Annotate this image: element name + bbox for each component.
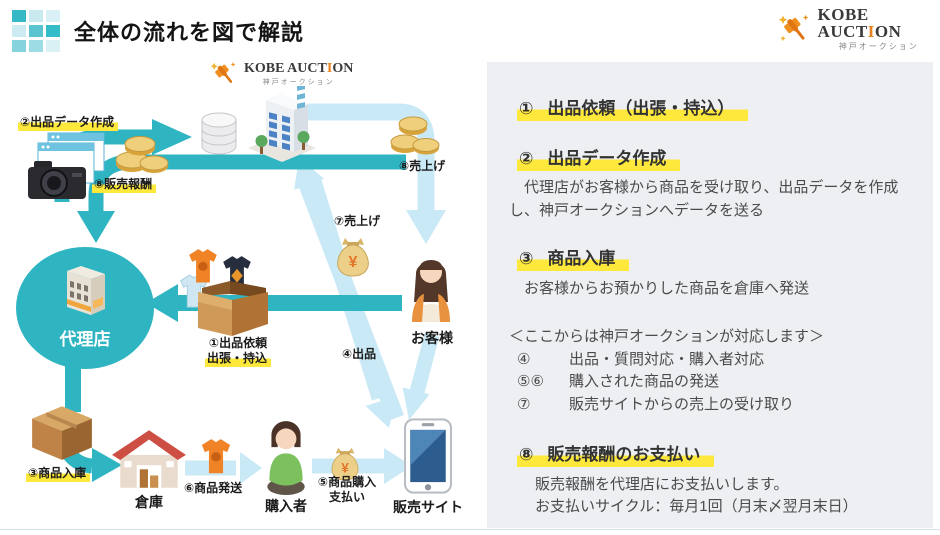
brand-subtitle: 神戸オークション <box>262 79 335 86</box>
sales-coins-icon <box>386 110 442 163</box>
brand-name: KOBE AUCTION <box>244 61 354 76</box>
page-title: 全体の流れを図で解説 <box>74 20 305 45</box>
title-grid-mark-icon <box>12 10 68 54</box>
warehouse-label: 倉庫 <box>135 494 163 510</box>
label-step8-sales: ⑧売上げ <box>399 159 446 173</box>
panel-step8-body2: お支払いサイクル：毎月1回（月末〆翌月末日） <box>535 498 858 515</box>
kobe-auction-building-icon <box>240 75 324 171</box>
payment-moneybag-icon: ¥ <box>328 444 362 487</box>
label-step7-sales: ⑦売上げ <box>334 214 381 228</box>
label-step5: ⑤商品購入 支払い <box>317 475 377 504</box>
svg-text:¥: ¥ <box>341 460 349 475</box>
agency-node: 代理店 <box>16 247 154 369</box>
camera-and-listing-data-icon <box>26 131 108 208</box>
sales-moneybag-icon: ¥ <box>332 234 374 283</box>
shipping-box-icon <box>28 400 96 469</box>
panel-step2-body: 代理店がお客様から商品を受け取り、出品データを作成し、神戸オークションへデータを… <box>509 179 899 219</box>
panel-middle-intro: ＜ここからは神戸オークションが対応します＞ <box>509 328 825 345</box>
svg-text:¥: ¥ <box>349 254 358 271</box>
agency-building-icon <box>67 266 105 315</box>
label-step2: ②出品データ作成 <box>18 115 119 131</box>
buyer-person-icon <box>258 418 314 501</box>
customer-person-icon <box>398 250 464 331</box>
label-step4: ④出品 <box>342 347 377 361</box>
consigned-items-box-icon <box>170 246 296 343</box>
panel-step8-body1: 販売報酬を代理店にお支払いします。 <box>535 475 789 493</box>
brand-name: KOBE AUCTION <box>817 5 902 41</box>
shipped-item-tshirt-icon <box>190 438 242 483</box>
sales-site-phone-icon <box>404 418 452 499</box>
panel-step3-body: お客様からお預かりした商品を倉庫へ発送 <box>509 279 810 297</box>
sales-site-label: 販売サイト <box>393 499 463 515</box>
gavel-icon <box>778 14 809 41</box>
brand-subtitle: 神戸オークション <box>838 42 919 51</box>
label-step3: ③商品入庫 <box>26 466 91 482</box>
kobe-auction-logo-small: KOBE AUCTION 神戸オークション <box>210 60 353 88</box>
warehouse-icon <box>110 426 188 495</box>
bottom-divider <box>0 529 940 530</box>
kobe-auction-logo: KOBE AUCTION 神戸オークション <box>778 6 940 51</box>
flow-diagram: KOBE AUCTION 神戸オークション <box>16 60 464 515</box>
reward-coins-icon <box>110 126 172 181</box>
gavel-icon <box>210 62 236 83</box>
buyer-label: 購入者 <box>265 498 307 514</box>
customer-label: お客様 <box>411 330 453 346</box>
agency-label: 代理店 <box>59 330 111 349</box>
database-icon <box>196 110 242 161</box>
label-step1: ①出品依頼 出張・持込 <box>183 336 293 367</box>
label-step8-reward: ⑧販売報酬 <box>92 177 157 193</box>
label-step6: ⑥商品発送 <box>184 481 243 495</box>
